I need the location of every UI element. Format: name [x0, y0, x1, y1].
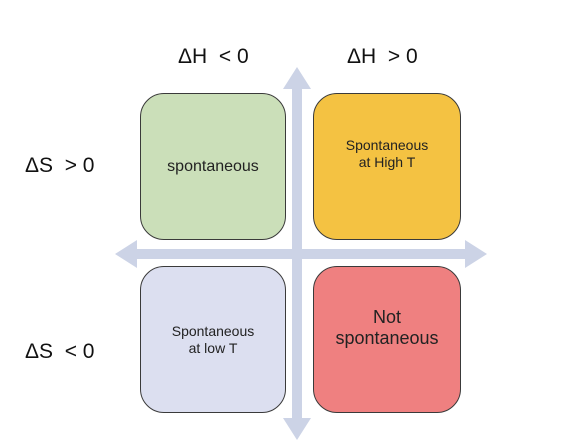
quadrant-not-spontaneous: Not spontaneous	[313, 266, 461, 413]
quadrant-spontaneous-low-t-label: Spontaneous at low T	[171, 322, 255, 356]
left-arrow-head	[115, 240, 137, 268]
quadrant-spontaneous-label: spontaneous	[167, 157, 259, 175]
down-arrow-head	[283, 418, 311, 440]
column-header-dh-negative: ΔH < 0	[178, 45, 249, 68]
right-arrow-head	[465, 240, 487, 268]
quadrant-spontaneous: spontaneous	[140, 93, 286, 240]
column-header-dh-positive: ΔH > 0	[347, 45, 418, 68]
quadrant-not-spontaneous-label: Not spontaneous	[335, 307, 439, 348]
quadrant-spontaneous-high-t: Spontaneous at High T	[313, 93, 461, 240]
up-arrow-head	[283, 67, 311, 89]
row-header-ds-negative: ΔS < 0	[25, 340, 95, 363]
row-header-ds-positive: ΔS > 0	[25, 154, 95, 177]
quadrant-spontaneous-high-t-label: Spontaneous at High T	[345, 137, 429, 170]
vertical-axis	[292, 84, 302, 422]
quadrant-spontaneous-low-t: Spontaneous at low T	[140, 266, 286, 413]
